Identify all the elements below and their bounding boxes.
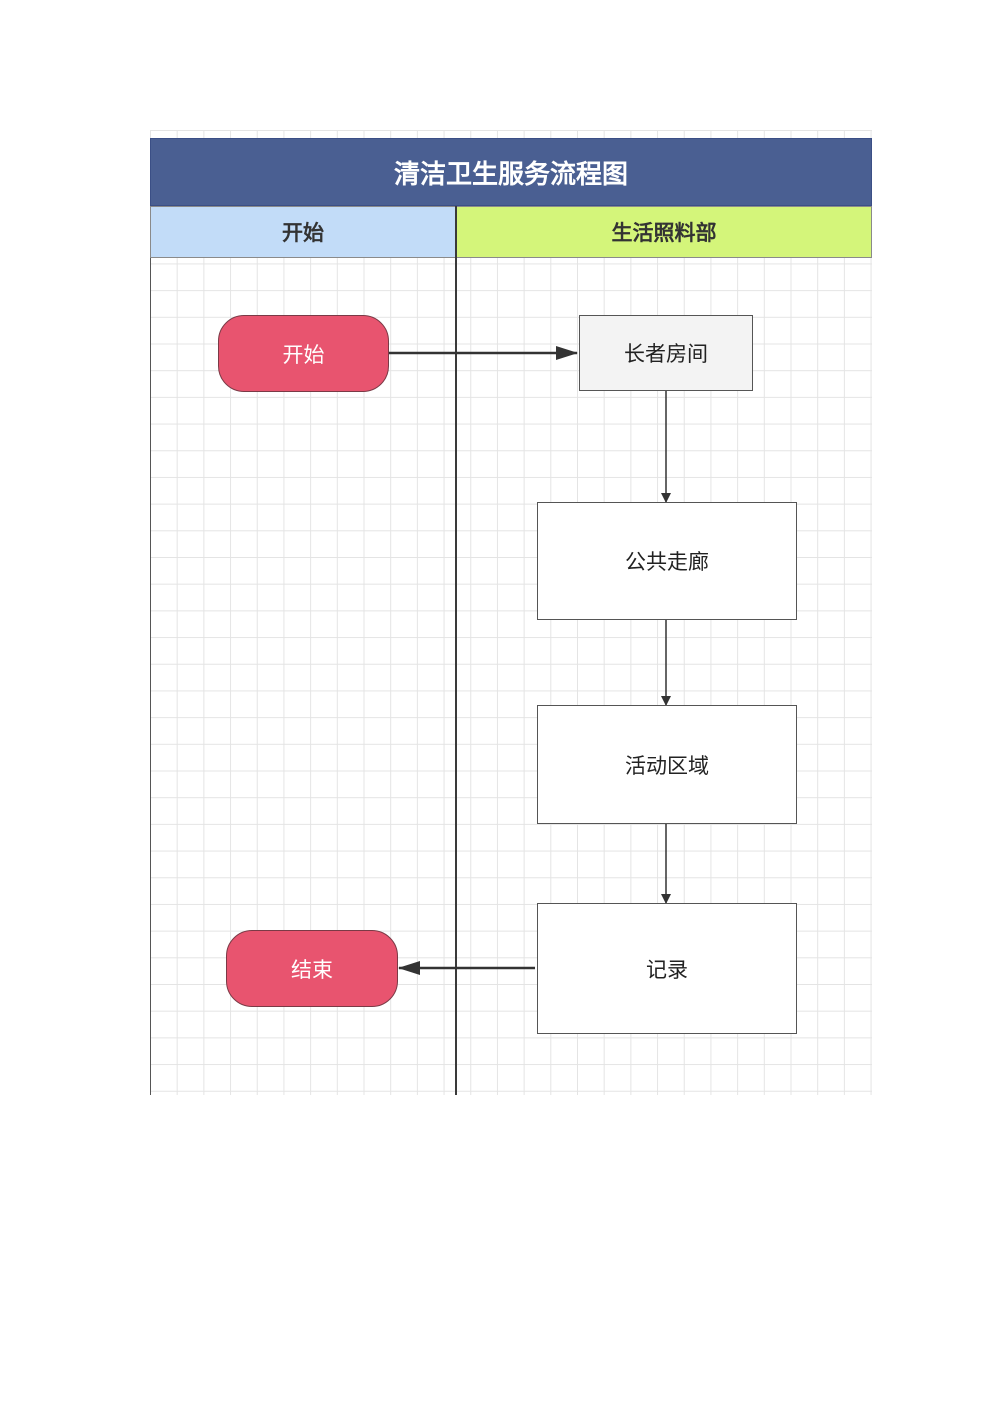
record-step: 记录 bbox=[537, 903, 797, 1034]
lane-left-border bbox=[150, 258, 151, 1095]
lane-divider bbox=[455, 206, 457, 1095]
lane-header-life-care-dept: 生活照料部 bbox=[456, 206, 872, 258]
activity-area-step: 活动区域 bbox=[537, 705, 797, 824]
start-terminal: 开始 bbox=[218, 315, 389, 392]
diagram-title: 清洁卫生服务流程图 bbox=[150, 138, 872, 206]
lane-header-start: 开始 bbox=[150, 206, 456, 258]
flowchart-canvas: 清洁卫生服务流程图 开始 生活照料部 开始 长者房间 公共走廊 活动区域 记录 … bbox=[150, 130, 872, 1095]
elder-room-step: 长者房间 bbox=[579, 315, 753, 391]
connector-layer bbox=[389, 346, 671, 975]
end-terminal: 结束 bbox=[226, 930, 398, 1007]
public-corridor-step: 公共走廊 bbox=[537, 502, 797, 620]
